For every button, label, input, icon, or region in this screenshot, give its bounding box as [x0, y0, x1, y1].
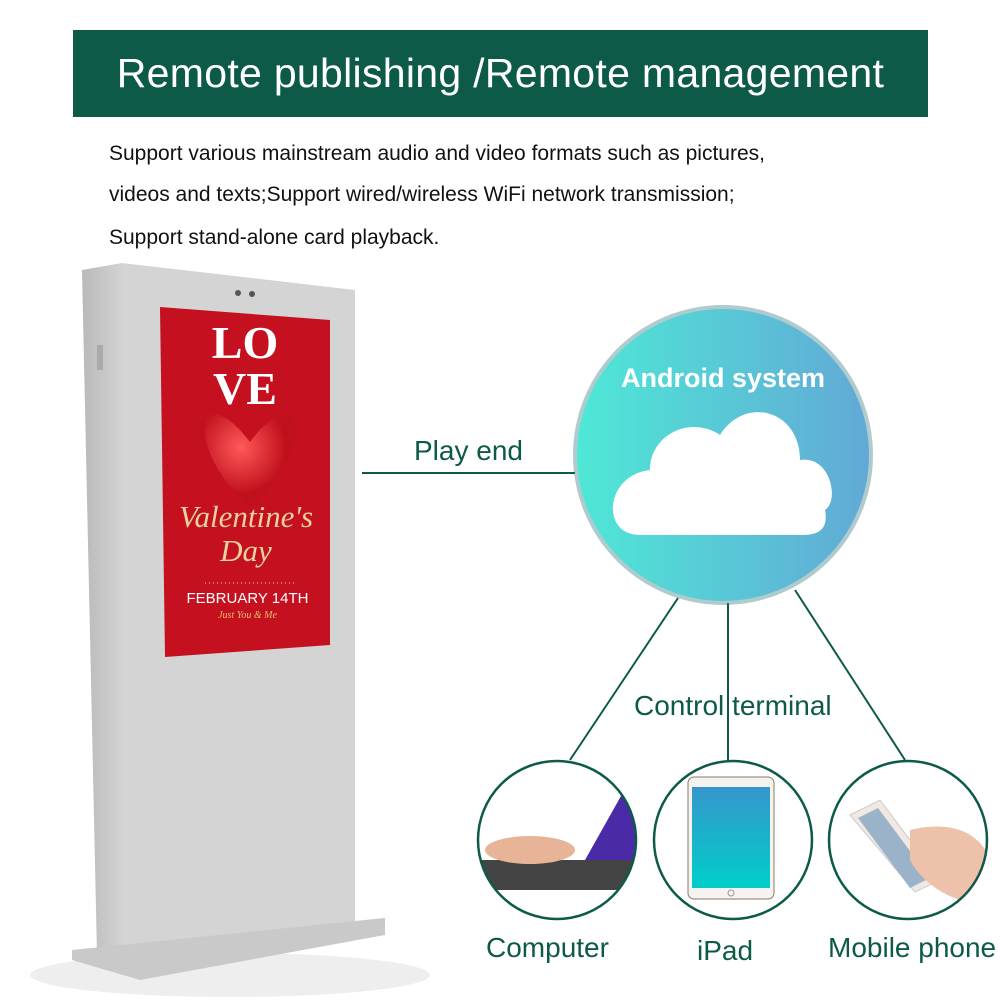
terminal-label-computer: Computer: [486, 932, 609, 963]
description-line: Support various mainstream audio and vid…: [109, 142, 765, 165]
poster-tagline: Just You & Me: [218, 610, 277, 621]
ipad-icon: [687, 776, 775, 900]
poster-date: FEBRUARY 14TH: [186, 590, 309, 607]
poster-headline: LO: [211, 317, 279, 368]
terminal-label-mobile: Mobile phone: [828, 932, 997, 963]
terminal-label-ipad: iPad: [697, 935, 754, 966]
mobile-phone-icon: [849, 799, 987, 900]
page-title: Remote publishing /Remote management: [73, 30, 928, 117]
poster-screen: [160, 307, 330, 657]
computer-icon: [478, 761, 636, 919]
description-line: Support stand-alone card playback.: [109, 226, 440, 249]
poster-script: Valentine's: [178, 499, 314, 534]
poster-headline: VE: [213, 363, 277, 414]
play-end-label: Play end: [414, 435, 523, 466]
hub-label: Android system: [620, 363, 826, 393]
description-line: videos and texts;Support wired/wireless …: [109, 183, 735, 206]
poster-script: Day: [220, 533, 272, 568]
cloud-icon: [612, 412, 832, 535]
control-terminal-label: Control terminal: [634, 690, 832, 721]
